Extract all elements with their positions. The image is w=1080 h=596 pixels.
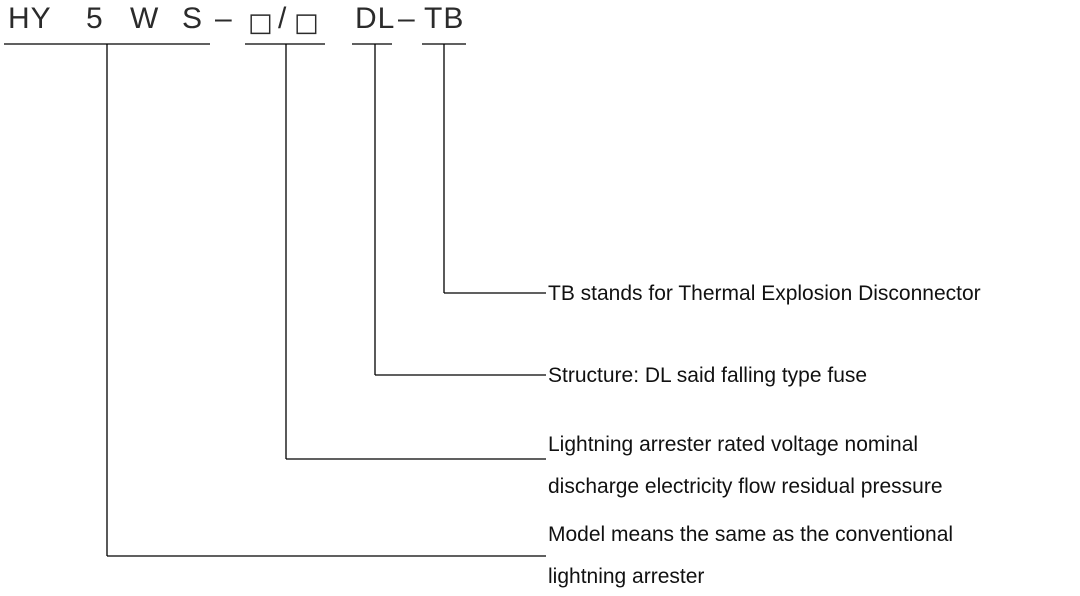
desc-thermal-disconnector: TB stands for Thermal Explosion Disconne…: [548, 282, 981, 305]
desc-model-line-2: lightning arrester: [548, 565, 705, 588]
desc-structure: Structure: DL said falling type fuse: [548, 364, 868, 387]
code-dash-1: –: [215, 2, 233, 35]
code-dl: DL: [355, 2, 396, 35]
code-hy: HY: [8, 2, 52, 35]
code-box-2: □: [294, 8, 320, 38]
code-box-1: □: [248, 8, 274, 38]
code-dash-2: –: [398, 2, 416, 35]
code-five: 5: [86, 2, 104, 35]
code-w: W: [130, 2, 160, 35]
desc-rated-line-1: Lightning arrester rated voltage nominal: [548, 433, 919, 456]
code-slash: /: [278, 2, 288, 35]
desc-rated-line-2: discharge electricity flow residual pres…: [548, 475, 943, 498]
code-tb: TB: [424, 2, 465, 35]
code-s: S: [182, 2, 204, 35]
desc-model-line-1: Model means the same as the conventional: [548, 523, 954, 546]
